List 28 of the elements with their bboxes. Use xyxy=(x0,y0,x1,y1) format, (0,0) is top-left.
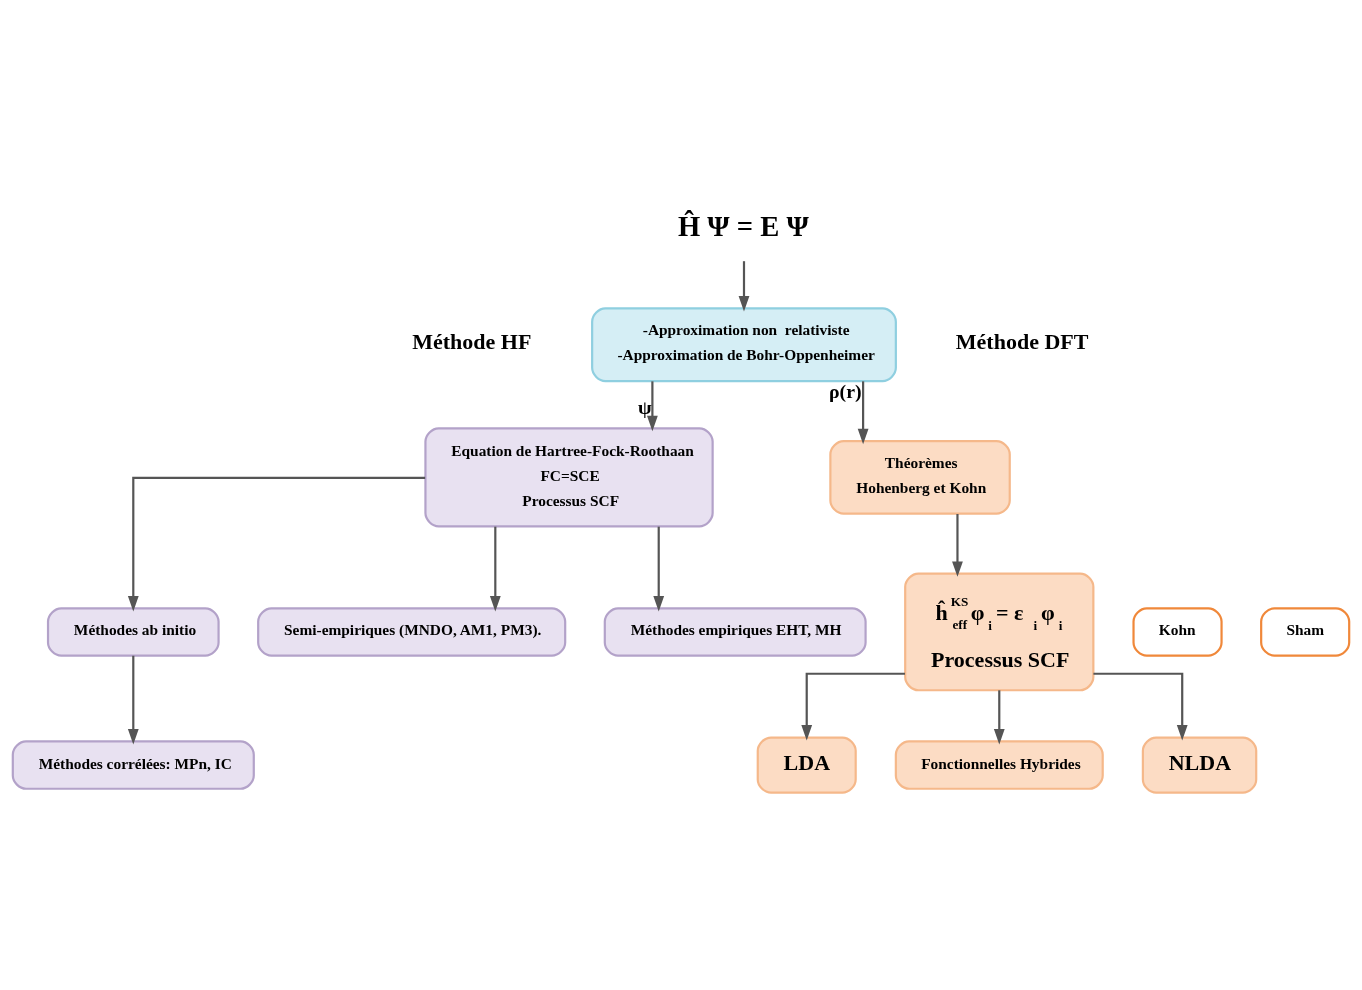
arrow xyxy=(1093,672,1188,741)
node-box: Méthodes empiriques EHT, MH xyxy=(603,606,867,657)
node-text: Ĥ Ψ = E Ψ xyxy=(677,210,809,242)
arrow xyxy=(653,526,665,611)
node-box: LDA xyxy=(756,736,857,794)
arrow xyxy=(857,380,869,444)
arrow xyxy=(993,689,1005,744)
node-box: Méthodes ab initio xyxy=(46,606,220,657)
node-box: Fonctionnelles Hybrides xyxy=(894,739,1104,790)
label: Méthode HF xyxy=(412,328,532,354)
node-box: Semi-empiriques (MNDO, AM1, PM3). xyxy=(257,606,567,657)
arrow xyxy=(801,672,905,741)
arrow xyxy=(647,380,658,431)
edge-label: ρ(r) xyxy=(829,379,862,402)
edge-label: ψ xyxy=(638,395,652,418)
label: Méthode DFT xyxy=(955,328,1089,354)
node-box: -Approximation non relativiste -Approximation de Bohr-Oppenheimer xyxy=(591,306,897,382)
node-box: NLDA xyxy=(1141,736,1258,794)
node-box: Sham xyxy=(1260,606,1351,657)
arrow xyxy=(127,655,139,744)
arrow xyxy=(489,526,501,611)
arrow xyxy=(952,513,963,577)
arrow xyxy=(127,476,426,612)
node-box: Théorèmes Hohenberg et Kohn xyxy=(829,439,1011,515)
arrow xyxy=(738,260,750,311)
node-box: Equation de Hartree-Fock-Roothaan FC=SCE Processus SCF xyxy=(424,426,714,527)
node-box: Kohn xyxy=(1132,606,1223,657)
node-box: Méthodes corrélées: MPn, IC xyxy=(11,739,255,790)
